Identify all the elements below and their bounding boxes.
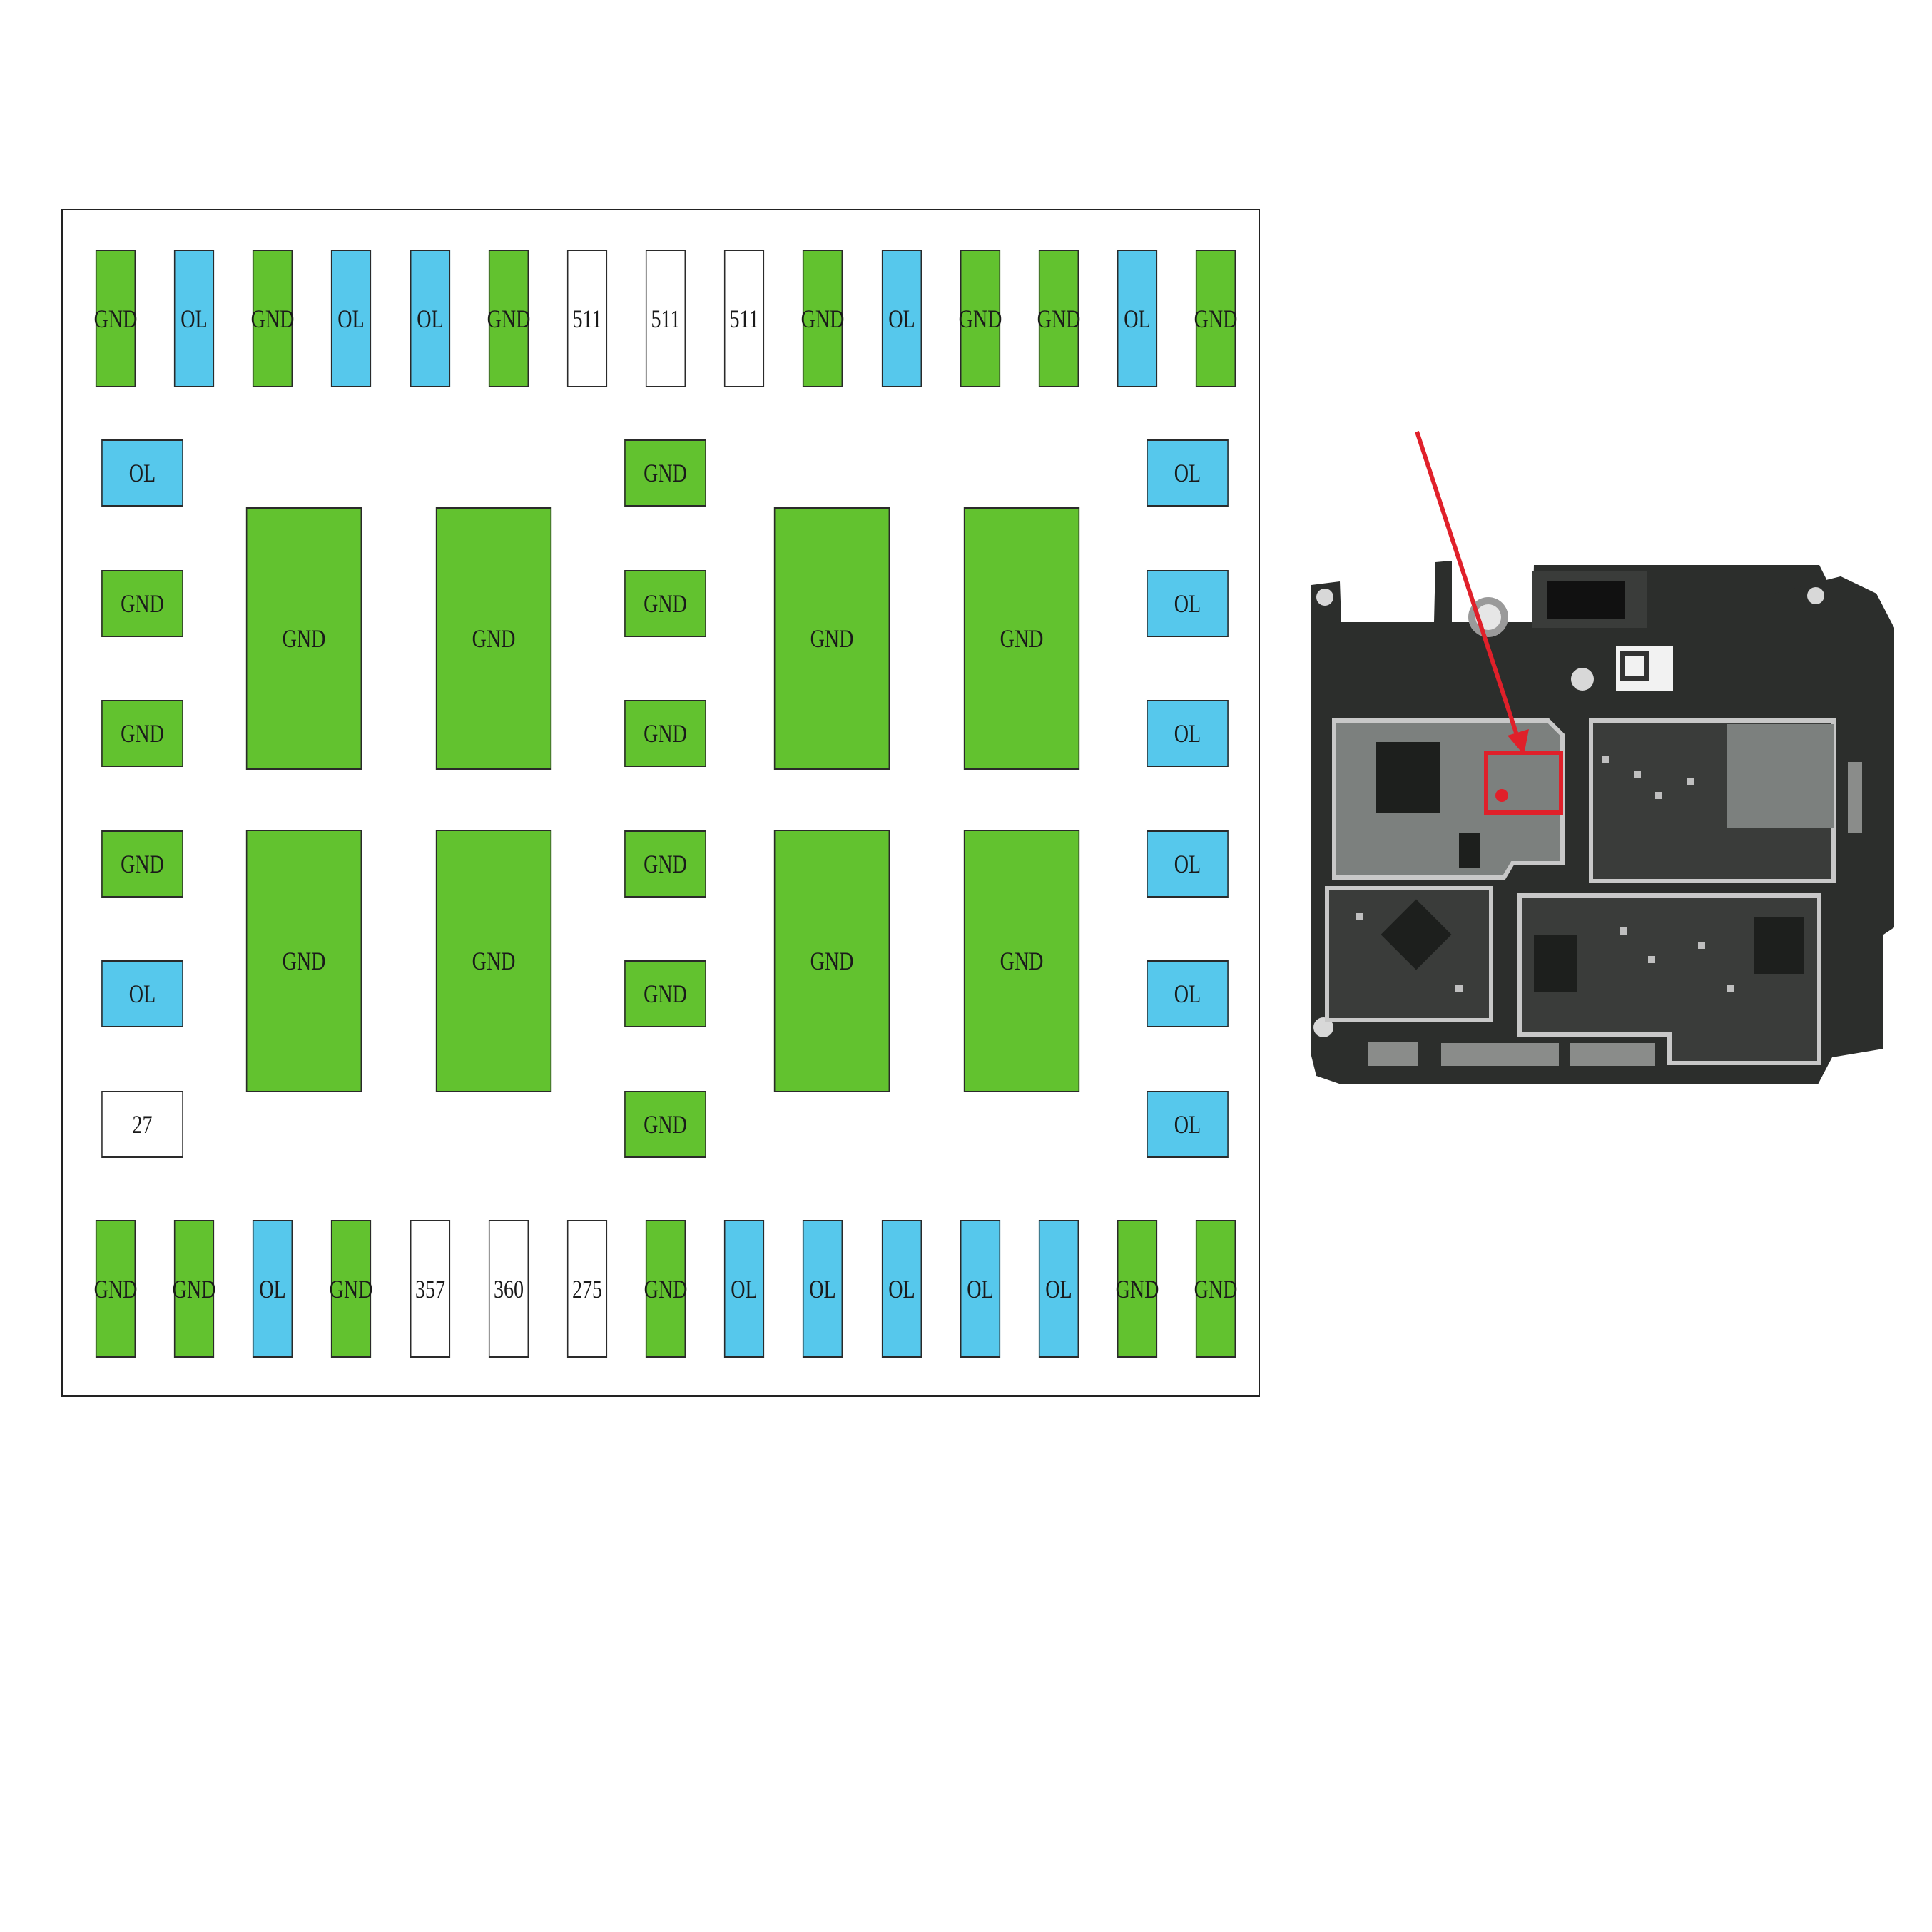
pin1-dot-icon: [1495, 789, 1508, 802]
upper-left-shield: [1334, 721, 1562, 878]
